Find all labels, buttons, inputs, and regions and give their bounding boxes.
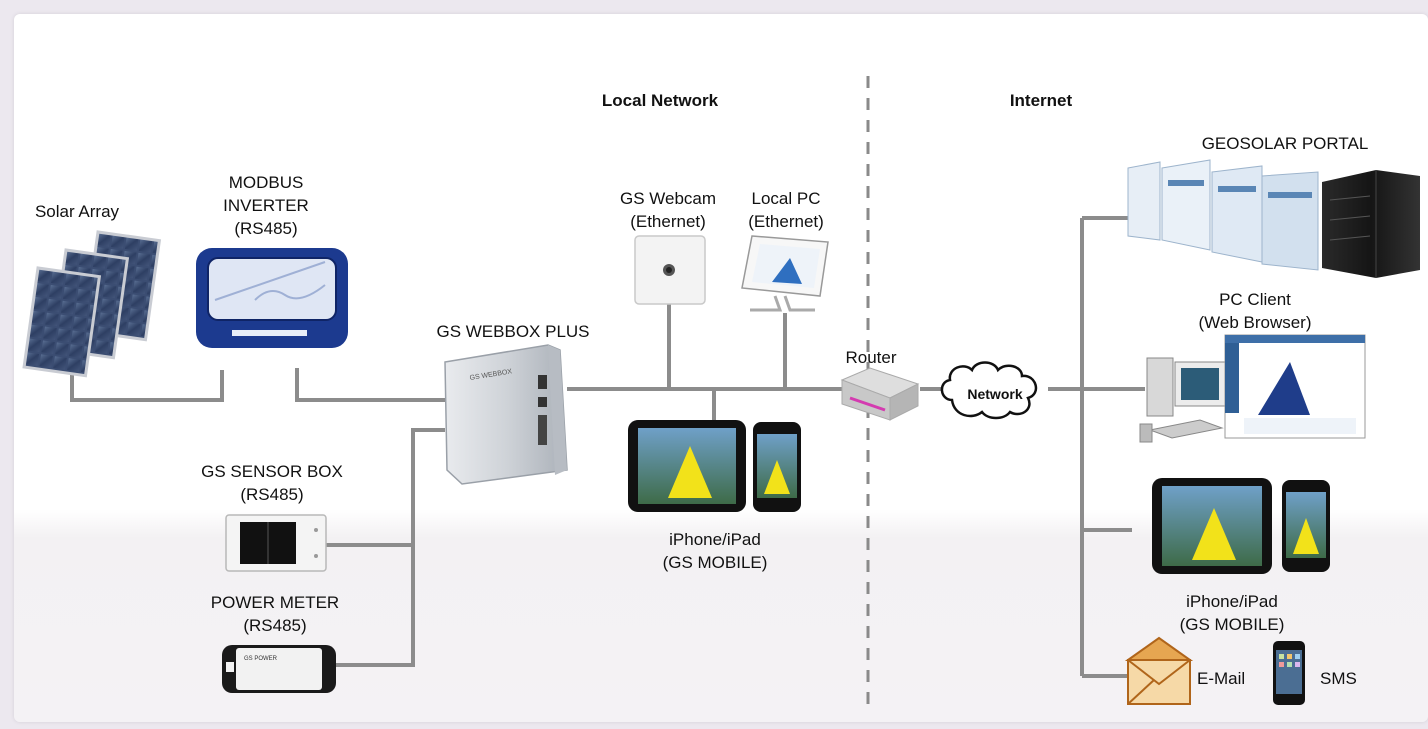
mobile-local-label-line1: iPhone/iPad (669, 530, 761, 549)
email-label: E-Mail (1197, 669, 1245, 688)
wire-solar-to-webbox (70, 370, 224, 402)
sensor-box-icon (225, 514, 327, 572)
wire-sensors-to-webbox (336, 428, 445, 667)
pc-client-label-line1: PC Client (1219, 290, 1291, 309)
router-label: Router (845, 348, 896, 367)
inverter-label-line3: (RS485) (234, 219, 297, 238)
sensor-box-label-line1: GS SENSOR BOX (201, 462, 343, 481)
sensor-box-label-line2: (RS485) (240, 485, 303, 504)
power-meter-label-line1: POWER METER (211, 593, 339, 612)
power-meter-label-line2: (RS485) (243, 616, 306, 635)
email-icon (1124, 636, 1194, 705)
local-pc-icon (741, 235, 829, 312)
wire-inverter-to-webbox (295, 368, 445, 402)
sms-label: SMS (1320, 669, 1357, 688)
solar-array-icon (22, 230, 162, 378)
webcam-label-line2: (Ethernet) (630, 212, 706, 231)
power-meter-icon: GS POWER (222, 645, 336, 693)
pc-client-label-line2: (Web Browser) (1198, 313, 1311, 332)
wires (70, 216, 1145, 678)
internet-heading: Internet (1010, 91, 1073, 110)
router-icon (840, 367, 920, 421)
mobile-local-label-line2: (GS MOBILE) (663, 553, 768, 572)
cloud-icon (940, 361, 1038, 420)
network-diagram: Local Network Internet Solar Array MODBU… (22, 76, 1420, 712)
local-tablet-icon (628, 420, 746, 512)
pc-client-icon (1139, 357, 1226, 443)
portal-label: GEOSOLAR PORTAL (1202, 134, 1369, 153)
webbox-icon: GS WEBBOX (444, 344, 568, 485)
server-rack-icon (1322, 170, 1420, 278)
mobile-internet-label-line2: (GS MOBILE) (1180, 615, 1285, 634)
inverter-icon (196, 248, 348, 348)
cloud-label: Network (967, 386, 1022, 402)
web-browser-screenshot (1224, 334, 1366, 439)
internet-phone-icon (1282, 480, 1330, 572)
portal-screens-icon (1127, 159, 1319, 271)
diagram-panel: Local Network Internet Solar Array MODBU… (14, 14, 1428, 722)
local-pc-label-line1: Local PC (752, 189, 821, 208)
webbox-label: GS WEBBOX PLUS (436, 322, 589, 341)
local-phone-icon (753, 422, 801, 512)
internet-tablet-icon (1152, 478, 1272, 574)
webcam-icon (634, 235, 706, 305)
webcam-label-line1: GS Webcam (620, 189, 716, 208)
inverter-label-line2: INVERTER (223, 196, 309, 215)
sms-phone-icon (1273, 641, 1305, 705)
power-meter-plate-text: GS POWER (244, 656, 278, 662)
local-network-heading: Local Network (602, 91, 719, 110)
local-pc-label-line2: (Ethernet) (748, 212, 824, 231)
inverter-label-line1: MODBUS (229, 173, 304, 192)
mobile-internet-label-line1: iPhone/iPad (1186, 592, 1278, 611)
solar-array-label: Solar Array (35, 202, 120, 221)
